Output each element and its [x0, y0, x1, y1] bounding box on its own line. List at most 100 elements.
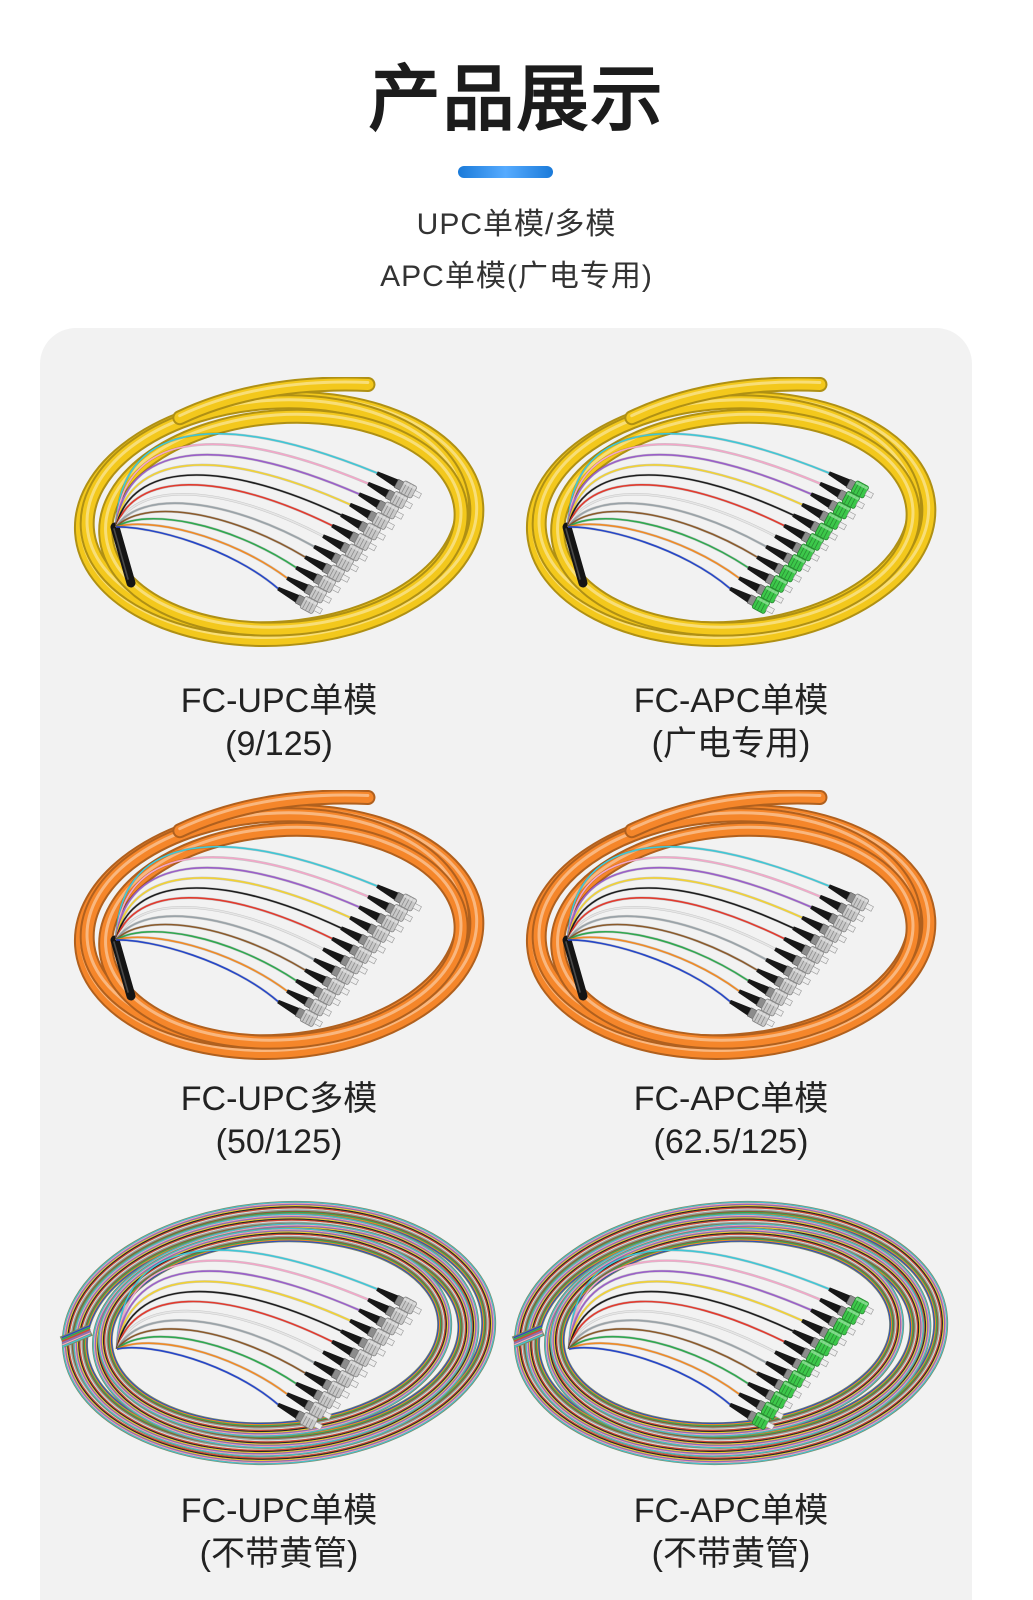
fc-connector	[729, 999, 775, 1028]
fc-connector	[295, 1381, 341, 1410]
fiber-strand	[552, 1230, 902, 1435]
fc-connector	[358, 905, 404, 933]
fc-connector	[801, 915, 847, 944]
fiber	[567, 897, 785, 941]
product-name: FC-UPC多模	[180, 1080, 378, 1118]
product-name: FC-UPC单模	[180, 1492, 378, 1530]
fiber	[115, 856, 369, 941]
fiber	[567, 877, 803, 941]
fc-connector	[349, 502, 395, 531]
connector-boot	[349, 915, 372, 932]
fiber-bundle-base	[513, 1200, 949, 1466]
connector-boot	[340, 513, 363, 530]
connector-highlight	[367, 1339, 381, 1348]
connector-ferrule	[367, 542, 377, 552]
fc-connector	[738, 576, 784, 604]
fiber-strand	[520, 1207, 942, 1459]
product-label: FC-APC单模 (62.5/125)	[505, 1078, 957, 1164]
connector-ferrule	[765, 1421, 775, 1431]
connector-boot	[376, 884, 399, 901]
fiber	[115, 939, 279, 1003]
connector-boot	[729, 586, 752, 603]
fiber	[116, 1300, 333, 1350]
connector-highlight	[756, 596, 770, 606]
fiber	[115, 846, 378, 941]
connector-highlight	[774, 988, 788, 998]
connector-highlight	[765, 1402, 779, 1411]
fiber	[567, 923, 758, 971]
connector-highlight	[358, 533, 372, 543]
fc-connector	[792, 1329, 838, 1357]
fiber	[567, 915, 767, 961]
connector-boot	[295, 565, 318, 582]
subtitle-line: UPC单模/多模	[416, 208, 617, 241]
fiber	[568, 1270, 812, 1350]
fc-connector	[828, 884, 874, 912]
connector-highlight	[313, 586, 327, 595]
fc-connector	[747, 1381, 793, 1410]
fiber	[115, 510, 306, 558]
fiber-strand	[519, 1206, 943, 1460]
connector-ferrule	[801, 976, 811, 986]
fiber-end-strand	[61, 1330, 91, 1344]
fiber	[567, 866, 812, 941]
connector-boot	[277, 586, 300, 603]
connector-boot	[792, 1329, 815, 1346]
connector-ferrule	[846, 1327, 856, 1336]
fc-connector	[331, 523, 377, 552]
fiber	[567, 526, 731, 590]
connector-ferrule	[864, 903, 874, 912]
fiber	[567, 474, 794, 528]
connector-highlight	[801, 1360, 815, 1369]
cable-tail-highlight	[178, 793, 370, 831]
connector-ferrule	[358, 553, 368, 562]
connector-highlight	[394, 1307, 408, 1317]
fc-connector	[358, 1308, 404, 1336]
connector-highlight	[367, 523, 381, 532]
fiber	[115, 866, 360, 941]
fiber-strand	[63, 1202, 495, 1464]
connector-ferrule	[412, 903, 422, 912]
connector-highlight	[783, 565, 797, 574]
fiber	[567, 464, 803, 528]
fiber-strand	[107, 1237, 443, 1428]
fc-connector	[756, 1371, 802, 1399]
connector-ferrule	[855, 500, 865, 510]
connector-boot	[738, 576, 761, 593]
fc-connector	[828, 471, 874, 499]
fc-connector	[828, 1287, 874, 1315]
fiber	[568, 1280, 803, 1350]
connector-ferrule	[385, 934, 395, 944]
fc-connector	[801, 502, 847, 531]
connector-highlight	[855, 1297, 869, 1306]
fiber	[116, 1335, 297, 1385]
cable-loop	[550, 821, 921, 1050]
fc-connector	[277, 1402, 323, 1431]
fiber	[115, 464, 351, 528]
cable-loop	[549, 1227, 905, 1438]
product-spec: (不带黄管)	[651, 1535, 811, 1573]
product-label: FC-APC单模 (不带黄管)	[505, 1490, 957, 1576]
fiber-strand	[99, 1229, 451, 1436]
fiber	[116, 1280, 351, 1350]
fiber-fanout	[115, 1248, 378, 1406]
connector-ferrule	[810, 553, 820, 562]
cable-coil	[73, 377, 485, 647]
fiber	[116, 1249, 378, 1350]
fiber-strand	[554, 1232, 899, 1433]
fc-connector	[340, 926, 386, 954]
fiber-end-strand	[62, 1334, 91, 1348]
fiber	[115, 484, 333, 528]
connector-boot	[313, 957, 336, 974]
fiber-strand	[77, 1217, 476, 1454]
fiber	[567, 493, 776, 537]
connector-boot	[322, 1350, 345, 1367]
connector-ferrule	[864, 490, 874, 499]
connector-ferrule	[403, 913, 413, 923]
fiber-strand	[525, 1213, 931, 1457]
fc-connector	[810, 1308, 856, 1336]
cable-tail	[174, 791, 374, 837]
connector-highlight	[385, 1318, 399, 1327]
connector-ferrule	[837, 1337, 847, 1347]
fiber-strand	[93, 1224, 471, 1448]
